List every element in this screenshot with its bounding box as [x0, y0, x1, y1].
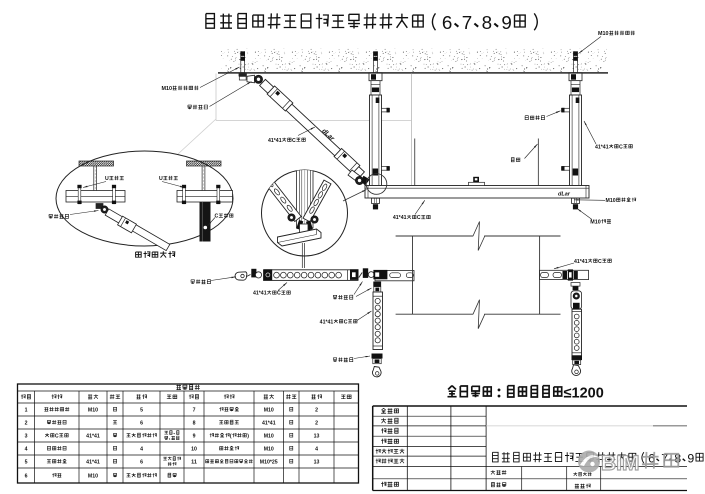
svg-text:41*41: 41*41 — [393, 215, 407, 221]
svg-text:41*41: 41*41 — [262, 420, 276, 426]
svg-text:41*41: 41*41 — [595, 144, 609, 150]
svg-text:M10: M10 — [264, 446, 274, 452]
svg-text:3: 3 — [25, 433, 28, 439]
svg-text:6: 6 — [140, 459, 143, 465]
svg-text:C: C — [598, 259, 602, 265]
svg-text:7: 7 — [462, 12, 472, 33]
svg-text:C: C — [277, 291, 281, 297]
svg-text:C: C — [215, 214, 219, 220]
svg-text:U: U — [105, 176, 109, 182]
svg-text:M10: M10 — [606, 198, 616, 204]
svg-text:41*41: 41*41 — [320, 319, 334, 325]
svg-text:BIM: BIM — [601, 452, 640, 475]
svg-text:41*41: 41*41 — [86, 459, 100, 465]
svg-text:9: 9 — [193, 433, 196, 439]
svg-text:2: 2 — [315, 407, 318, 413]
svg-text:41*41: 41*41 — [253, 291, 267, 297]
svg-text:M10: M10 — [162, 86, 173, 92]
svg-text:9: 9 — [687, 451, 694, 465]
svg-text:C: C — [55, 433, 59, 439]
svg-text:≤1200: ≤1200 — [564, 385, 604, 401]
svg-text:(: ( — [230, 433, 232, 439]
svg-text:8: 8 — [193, 420, 196, 426]
svg-text:6: 6 — [442, 12, 452, 33]
svg-text:6: 6 — [140, 420, 143, 426]
svg-text:): ) — [247, 433, 249, 439]
svg-text:4: 4 — [25, 446, 28, 452]
svg-text:C: C — [619, 144, 623, 150]
svg-text:5: 5 — [25, 459, 28, 465]
svg-text:M10: M10 — [88, 473, 98, 479]
svg-text:13: 13 — [314, 433, 320, 439]
svg-text:41*41: 41*41 — [574, 259, 588, 265]
svg-text:4: 4 — [315, 446, 318, 452]
svg-text:M10*25: M10*25 — [260, 459, 278, 465]
svg-text:M10: M10 — [590, 219, 601, 225]
svg-text:10: 10 — [191, 446, 197, 452]
svg-text:41*41: 41*41 — [86, 433, 100, 439]
svg-text:M10: M10 — [264, 433, 274, 439]
svg-text:C: C — [417, 215, 421, 221]
svg-text:6: 6 — [25, 473, 28, 479]
svg-text:7: 7 — [193, 407, 196, 413]
svg-text:4: 4 — [140, 446, 143, 452]
svg-text:11: 11 — [191, 459, 197, 465]
svg-text:2: 2 — [25, 420, 28, 426]
svg-text:M10: M10 — [88, 407, 98, 413]
svg-text:C: C — [292, 138, 296, 144]
svg-text:13: 13 — [314, 459, 320, 465]
svg-text:C: C — [344, 319, 348, 325]
svg-text:U: U — [159, 176, 163, 182]
svg-text:9: 9 — [501, 12, 511, 33]
svg-text:1: 1 — [25, 407, 28, 413]
svg-text:dLar: dLar — [558, 192, 571, 198]
svg-text:M10: M10 — [598, 31, 609, 37]
svg-text:2: 2 — [315, 420, 318, 426]
svg-text:6: 6 — [648, 451, 655, 465]
svg-text:5: 5 — [140, 407, 143, 413]
svg-text:M10: M10 — [264, 407, 274, 413]
svg-text:8: 8 — [482, 12, 492, 33]
svg-text:41*41: 41*41 — [268, 138, 282, 144]
